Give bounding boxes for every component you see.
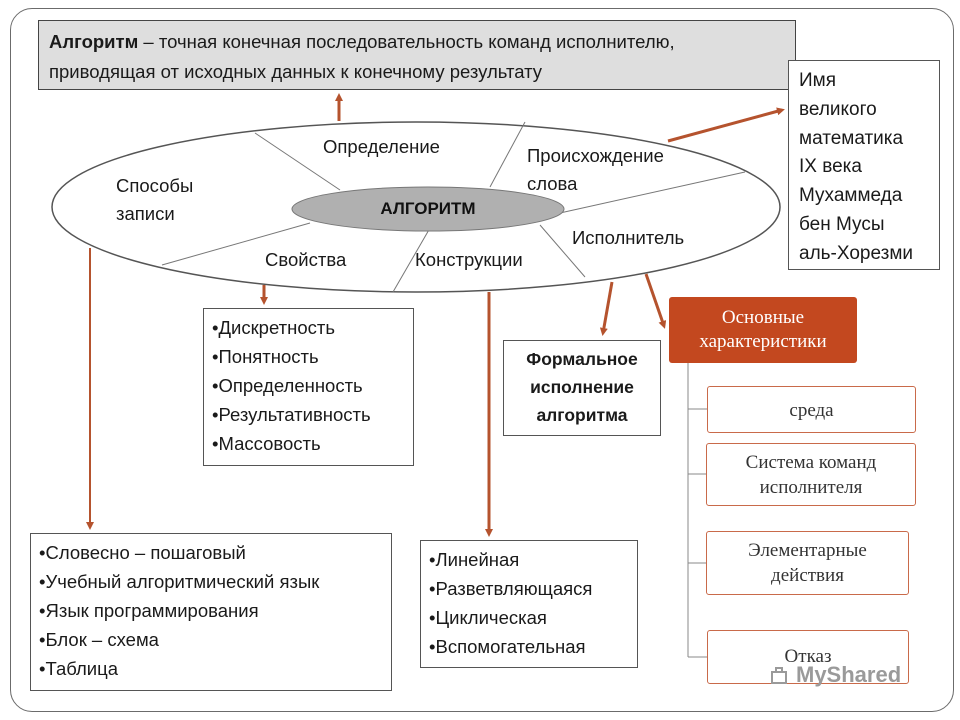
center-ellipse bbox=[291, 186, 565, 232]
characteristics-title-2: характеристики bbox=[699, 331, 827, 352]
list-item: •Язык программирования bbox=[39, 600, 259, 621]
sector-notation-2: записи bbox=[116, 203, 175, 224]
list-item: •Учебный алгоритмический язык bbox=[39, 571, 320, 592]
origin-line: Мухаммеда bbox=[799, 185, 903, 207]
list-item: •Блок – схема bbox=[39, 629, 159, 650]
characteristic-elementary-actions: Элементарные действия bbox=[706, 531, 909, 595]
list-item: •Линейная bbox=[429, 549, 520, 570]
sector-notation-1: Способы bbox=[116, 175, 194, 196]
characteristic-text: среда bbox=[789, 400, 834, 421]
definition-term: Алгоритм bbox=[49, 31, 139, 52]
constructs-list: •Линейная •Разветвляющаяся •Циклическая … bbox=[420, 540, 638, 668]
list-item: •Результативность bbox=[212, 404, 371, 425]
formal-execution-box: Формальное исполнение алгоритма bbox=[503, 340, 661, 436]
list-item: •Разветвляющаяся bbox=[429, 578, 593, 599]
characteristic-text: Элементарные bbox=[748, 540, 867, 561]
arrow-to-origin bbox=[667, 107, 785, 143]
sector-executor: Исполнитель bbox=[572, 227, 685, 248]
characteristic-failure: Отказ bbox=[707, 630, 909, 684]
characteristics-header: Основные характеристики bbox=[669, 297, 857, 363]
divider-line bbox=[489, 121, 526, 188]
sector-origin-2: слова bbox=[527, 173, 578, 194]
formal-line: алгоритма bbox=[536, 405, 628, 425]
origin-line: аль-Хорезми bbox=[799, 242, 914, 264]
sector-definition: Определение bbox=[323, 136, 440, 157]
origin-line: великого bbox=[799, 98, 877, 120]
list-item: •Определенность bbox=[212, 375, 363, 396]
characteristics-title-1: Основные bbox=[721, 307, 805, 328]
divider-line bbox=[539, 224, 586, 278]
characteristic-command-system: Система команд исполнителя bbox=[706, 443, 916, 506]
divider-line bbox=[392, 227, 431, 293]
formal-line: исполнение bbox=[530, 377, 634, 397]
notation-list: •Словесно – пошаговый •Учебный алгоритми… bbox=[30, 533, 392, 691]
sector-constructs: Конструкции bbox=[415, 249, 523, 270]
formal-line: Формальное bbox=[526, 349, 638, 369]
divider-line bbox=[559, 171, 746, 214]
characteristic-text: Отказ bbox=[784, 646, 832, 667]
center-label: АЛГОРИТМ bbox=[380, 199, 476, 218]
characteristic-text: исполнителя bbox=[759, 477, 863, 498]
definition-line2: приводящая от исходных данных к конечном… bbox=[49, 61, 543, 82]
list-item: •Понятность bbox=[212, 346, 319, 367]
watermark-text: MyShared bbox=[796, 662, 902, 687]
characteristic-environment: среда bbox=[707, 386, 916, 433]
origin-line: бен Мусы bbox=[799, 213, 885, 235]
list-item: •Циклическая bbox=[429, 607, 547, 628]
properties-list: •Дискретность •Понятность •Определенност… bbox=[203, 308, 414, 466]
arrow-to-formal bbox=[599, 281, 614, 336]
definition-line1: – точная конечная последовательность ком… bbox=[138, 31, 675, 52]
origin-line: математика bbox=[799, 127, 904, 149]
divider-line bbox=[254, 132, 341, 191]
list-item: •Таблица bbox=[39, 658, 119, 679]
definition-box: Алгоритм – точная конечная последователь… bbox=[38, 20, 796, 90]
list-item: •Словесно – пошаговый bbox=[39, 542, 246, 563]
origin-box: Имя великого математика IX века Мухаммед… bbox=[788, 60, 940, 270]
origin-line: Имя bbox=[799, 70, 837, 91]
list-item: •Вспомогательная bbox=[429, 636, 586, 657]
slide-frame bbox=[10, 8, 954, 712]
watermark-icon bbox=[771, 667, 787, 684]
list-item: •Дискретность bbox=[212, 317, 335, 338]
sector-origin-1: Происхождение bbox=[527, 145, 664, 166]
list-item: •Массовость bbox=[212, 433, 321, 454]
origin-line: IX века bbox=[799, 156, 862, 178]
divider-line bbox=[161, 222, 311, 266]
characteristic-text: действия bbox=[771, 565, 844, 586]
characteristic-text: Система команд bbox=[745, 452, 877, 473]
sector-properties: Свойства bbox=[265, 249, 347, 270]
arrow-to-characteristics bbox=[644, 273, 667, 329]
